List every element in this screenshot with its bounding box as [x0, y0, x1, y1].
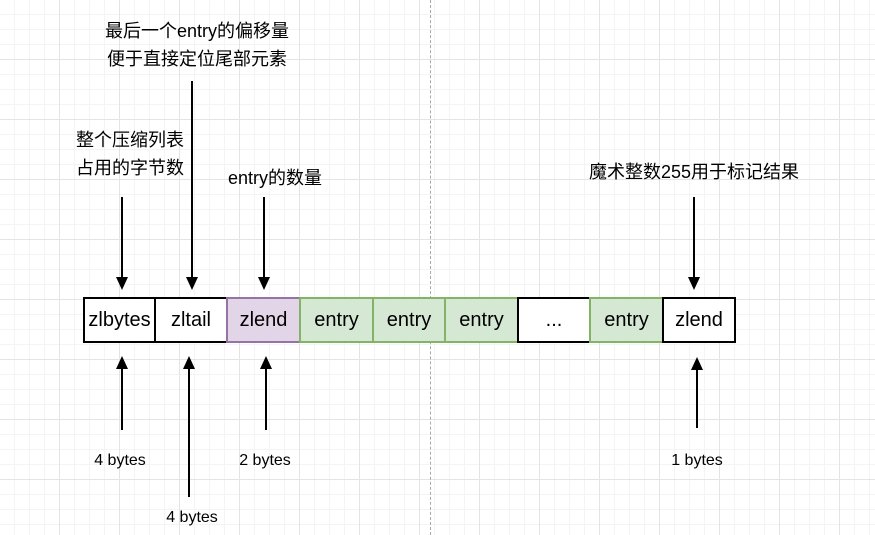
size-label-end-marker: 1 bytes	[671, 452, 723, 469]
size-label-zlbytes: 4 bytes	[94, 452, 146, 469]
cell-entry-2: entry	[372, 297, 446, 343]
down-arrow-end-marker	[688, 197, 700, 290]
size-label-zltail: 4 bytes	[166, 509, 218, 526]
note-tail-offset-line2: 便于直接定位尾部元素	[107, 49, 287, 69]
cell-zlbytes: zlbytes	[83, 297, 156, 343]
cell-zltail: zltail	[154, 297, 228, 343]
down-arrow-entry-count	[258, 197, 270, 290]
down-arrow-zltail	[186, 81, 198, 290]
note-tail-offset-line1: 最后一个entry的偏移量	[104, 21, 290, 41]
cell-entry-1: entry	[299, 297, 374, 343]
cell-ellipsis: ...	[517, 297, 591, 343]
cell-entry-3: entry	[444, 297, 519, 343]
cell-entry-count: zlend	[226, 297, 301, 343]
ziplist-row: zlbytes zltail zlend entry entry entry .…	[83, 297, 736, 343]
up-arrow-zltail	[183, 356, 195, 497]
note-total-bytes-line1: 整个压缩列表	[76, 130, 184, 150]
note-tail-offset: 最后一个entry的偏移量 便于直接定位尾部元素	[85, 17, 309, 73]
note-total-bytes: 整个压缩列表 占用的字节数	[70, 126, 190, 182]
size-label-entry-count: 2 bytes	[239, 452, 291, 469]
note-entry-count: entry的数量	[227, 168, 323, 188]
up-arrow-zlbytes	[116, 356, 128, 430]
page-boundary-dashed-line	[430, 0, 431, 535]
note-total-bytes-line2: 占用的字节数	[76, 158, 184, 178]
up-arrow-end-marker	[691, 357, 703, 428]
cell-zlend: zlend	[662, 297, 736, 343]
up-arrow-entry-count	[260, 356, 272, 430]
down-arrow-zlbytes	[116, 197, 128, 290]
cell-entry-n: entry	[589, 297, 664, 343]
note-magic-end: 魔术整数255用于标记结果	[588, 162, 800, 182]
